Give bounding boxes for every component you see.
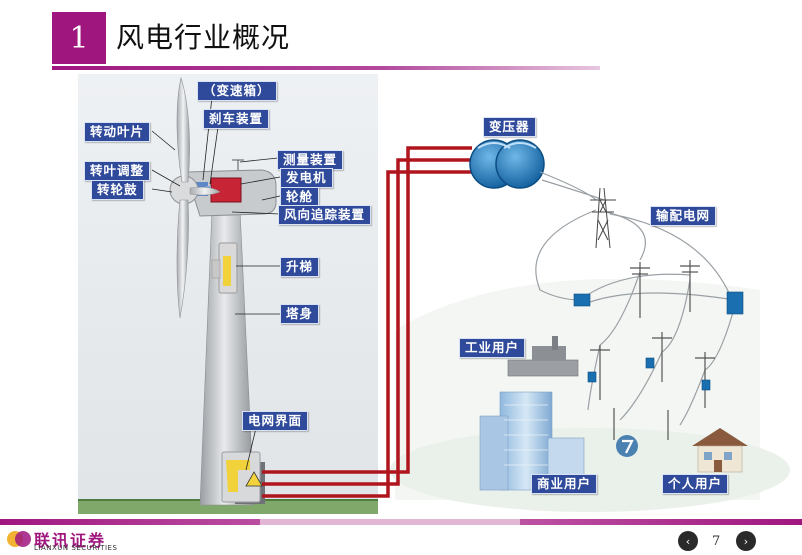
transformer: [469, 139, 545, 189]
label-commercial: 商业用户: [531, 474, 598, 494]
power-cables: [262, 146, 472, 498]
page-number-box: 1: [52, 12, 106, 64]
label-residential: 个人用户: [662, 474, 729, 494]
label-grid-interface: 电网界面: [242, 411, 309, 431]
substation-units: [573, 291, 744, 391]
label-elevator: 升梯: [280, 257, 320, 277]
house: [692, 428, 748, 473]
label-rotor-blade: 转动叶片: [84, 122, 151, 142]
blade-bottom: [176, 199, 189, 319]
page-number: 7: [712, 534, 721, 549]
company-name-en: LIANXUN SECURITIES: [34, 544, 118, 552]
label-yaw: 风向追踪装置: [278, 205, 372, 225]
label-nacelle: 轮舱: [280, 187, 320, 207]
title-underline: [52, 66, 600, 70]
blade-side: [189, 186, 221, 196]
next-page-button[interactable]: ›: [736, 531, 756, 551]
label-industrial: 工业用户: [459, 338, 526, 358]
label-generator: 发电机: [280, 168, 333, 188]
footer-bar-highlight: [260, 519, 520, 525]
company-name-cn: 联讯证券: [34, 531, 107, 550]
label-transformer: 变压器: [483, 117, 536, 137]
page-title: 风电行业概况: [116, 21, 291, 54]
label-brake: 刹车装置: [203, 109, 270, 129]
transmission-lines: [535, 171, 736, 426]
label-pitch-adjust: 转叶调整: [84, 161, 151, 181]
watermark-seal: [616, 435, 638, 457]
prev-page-button[interactable]: ‹: [678, 531, 698, 551]
factory: [507, 336, 579, 377]
company-logo-icon: [7, 531, 31, 547]
hv-pylon: [590, 187, 616, 249]
label-transmission: 输配电网: [650, 206, 717, 226]
label-measuring: 测量装置: [277, 150, 344, 170]
electrical-warning-icon: [245, 471, 263, 487]
label-hub: 转轮鼓: [91, 180, 144, 200]
blade-top: [176, 76, 190, 183]
label-tower: 塔身: [280, 304, 320, 324]
label-gearbox: （变速箱）: [197, 81, 277, 101]
